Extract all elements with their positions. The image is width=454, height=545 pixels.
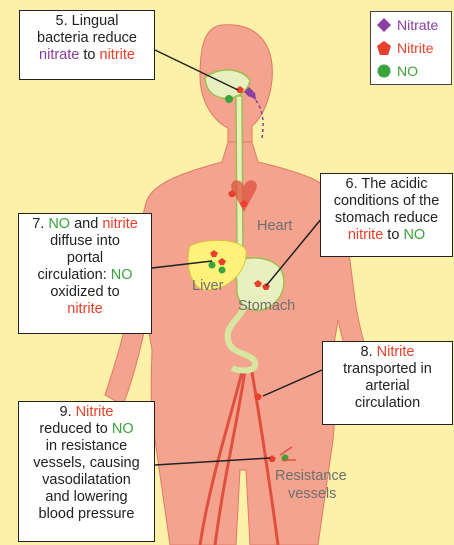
step8-line3: arterial: [326, 378, 449, 395]
step9-line2a: reduced to: [39, 421, 112, 437]
stomach-label: Stomach: [238, 298, 295, 314]
step7-line3: portal: [22, 250, 148, 267]
legend-nitrate-label: Nitrate: [397, 17, 438, 33]
step6-no: NO: [403, 227, 425, 243]
nitrate-diamond-icon: [377, 18, 391, 32]
step6-line3: stomach reduce: [324, 210, 449, 227]
legend-item-nitrite: Nitrite: [377, 39, 434, 57]
no-circle-icon: [377, 64, 391, 78]
step7-nitrite2: nitrite: [22, 301, 148, 318]
no-marker: [225, 95, 233, 103]
liver-label: Liver: [192, 278, 223, 294]
step5-line2: bacteria reduce: [23, 30, 151, 47]
step9-prefix: 9.: [60, 404, 76, 420]
step6-nitrite: nitrite: [348, 227, 383, 243]
step7-line4: circulation:: [37, 267, 110, 283]
step8-prefix: 8.: [361, 344, 377, 360]
step7-line2: diffuse into: [22, 233, 148, 250]
step5-line1: 5. Lingual: [23, 13, 151, 30]
step8-nitrite: Nitrite: [377, 344, 415, 360]
callout-step-9: 9. Nitrite reduced to NO in resistance v…: [18, 401, 155, 542]
step6-line2: conditions of the: [324, 193, 449, 210]
step6-to: to: [383, 227, 403, 243]
step9-line5: vasodilatation: [22, 472, 151, 489]
step7-no2: NO: [111, 267, 133, 283]
step8-line2: transported in: [326, 361, 449, 378]
resistance-vessels-label-1: Resistance: [275, 468, 347, 484]
step7-prefix: 7.: [32, 216, 48, 232]
step9-no: NO: [112, 421, 134, 437]
nitrite-pentagon-icon: [377, 41, 391, 55]
esophagus: [236, 96, 243, 262]
legend-no-label: NO: [397, 63, 418, 79]
callout-step-5: 5. Lingual bacteria reduce nitrate to ni…: [19, 10, 155, 80]
step9-line7: blood pressure: [22, 506, 151, 523]
legend-item-nitrate: Nitrate: [377, 16, 438, 34]
heart-label: Heart: [257, 218, 292, 234]
callout-step-7: 7. NO and nitrite diffuse into portal ci…: [18, 213, 152, 334]
step8-line4: circulation: [326, 395, 449, 412]
step5-to: to: [79, 47, 99, 63]
legend-item-no: NO: [377, 62, 418, 80]
step9-nitrite: Nitrite: [76, 404, 114, 420]
step7-nitrite1: nitrite: [102, 216, 137, 232]
resistance-vessels-label-2: vessels: [288, 486, 336, 502]
step9-line6: and lowering: [22, 489, 151, 506]
step7-no1: NO: [48, 216, 70, 232]
callout-step-6: 6. The acidic conditions of the stomach …: [320, 173, 453, 257]
step9-line3: in resistance: [22, 438, 151, 455]
callout-step-8: 8. Nitrite transported in arterial circu…: [322, 341, 453, 425]
step5-nitrite: nitrite: [100, 47, 135, 63]
legend-nitrite-label: Nitrite: [397, 40, 434, 56]
legend: Nitrate Nitrite NO: [370, 11, 452, 85]
step5-nitrate: nitrate: [39, 47, 79, 63]
step7-line5: oxidized to: [22, 284, 148, 301]
step6-line1: 6. The acidic: [324, 176, 449, 193]
step9-line4: vessels, causing: [22, 455, 151, 472]
step7-and: and: [70, 216, 102, 232]
